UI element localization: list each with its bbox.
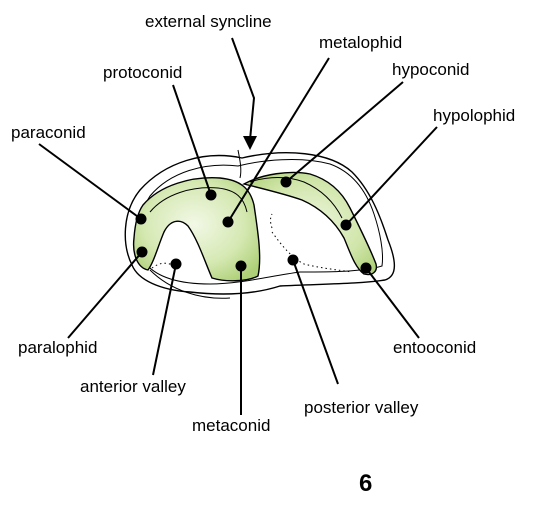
label-paraconid: paraconid (11, 123, 86, 142)
anterior-valley-dot (171, 259, 182, 270)
external-syncline-groove (238, 150, 241, 178)
paraconid-dot (136, 214, 147, 225)
label-paralophid: paralophid (18, 338, 97, 357)
label-anterior-valley: anterior valley (80, 377, 186, 396)
figure-number: 6 (359, 470, 372, 497)
hypolophid-dot (341, 220, 352, 231)
label-hypoconid: hypoconid (392, 60, 470, 79)
entooconid-dot (361, 263, 372, 274)
posterior-valley-leader (293, 260, 338, 384)
metalophid-dot (223, 217, 234, 228)
label-posterior-valley: posterior valley (304, 398, 419, 417)
label-metalophid: metalophid (319, 33, 402, 52)
paralophid-dot (137, 247, 148, 258)
hypolophid-leader (346, 127, 437, 225)
label-protoconid: protoconid (103, 63, 182, 82)
hypoconid-dot (281, 177, 292, 188)
posterior-valley-dotted (272, 232, 352, 272)
label-external-syncline: external syncline (145, 12, 272, 31)
paralophid-leader (68, 252, 142, 338)
external-syncline-leader (232, 38, 254, 140)
label-hypolophid: hypolophid (433, 106, 515, 125)
posterior-lobe-fill (244, 172, 376, 274)
metaconid-dot (236, 261, 247, 272)
label-entooconid: entooconid (393, 338, 476, 357)
protoconid-leader (173, 85, 211, 195)
paraconid-leader (39, 144, 141, 219)
external-syncline-arrowhead (243, 136, 257, 150)
protoconid-dot (206, 190, 217, 201)
posterior-valley-dot (288, 255, 299, 266)
label-metaconid: metaconid (192, 416, 270, 435)
entooconid-leader (366, 268, 419, 338)
central-dotted (271, 214, 273, 228)
anterior-valley-leader (153, 264, 176, 375)
